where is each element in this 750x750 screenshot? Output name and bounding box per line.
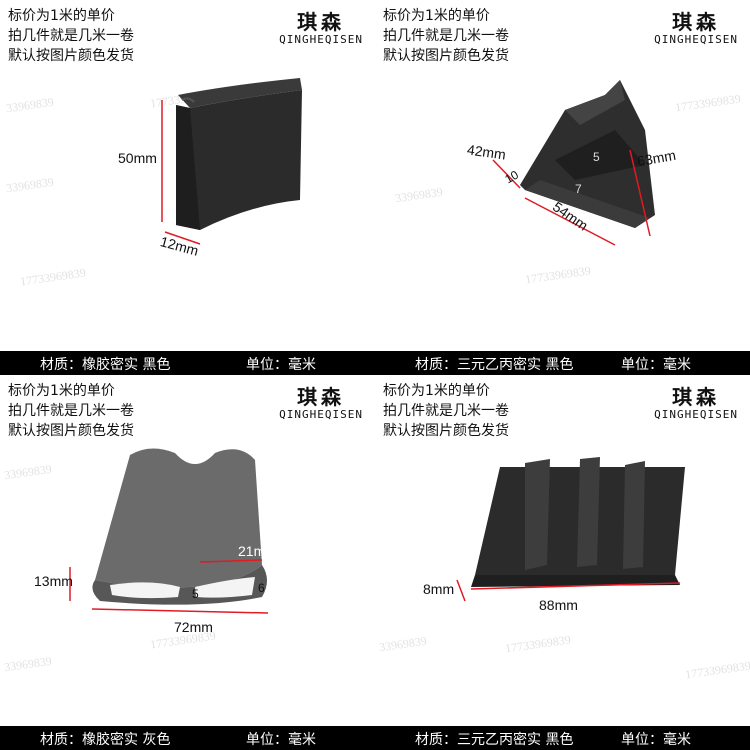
- dim-wall-b: 6: [258, 581, 265, 595]
- brand-name-cn: 琪森: [297, 385, 346, 409]
- note-line: 标价为1米的单价: [8, 8, 115, 24]
- note-line: 拍几件就是几米一卷: [383, 403, 509, 419]
- note-line: 默认按图片颜色发货: [8, 48, 134, 64]
- dim-height: 8mm: [423, 581, 455, 597]
- brand-name-cn: 琪森: [672, 385, 721, 409]
- price-notes: 标价为1米的单价 拍几件就是几米一卷 默认按图片颜色发货: [383, 381, 509, 441]
- price-notes: 标价为1米的单价 拍几件就是几米一卷 默认按图片颜色发货: [8, 6, 134, 66]
- unit-label: 单位：毫米: [621, 357, 691, 373]
- seal-strip-image: [492, 80, 655, 246]
- seal-strip-image: [161, 78, 302, 245]
- note-line: 默认按图片颜色发货: [383, 423, 509, 439]
- unit-label: 单位：毫米: [246, 732, 316, 748]
- dim-slot: 21mm: [238, 543, 277, 559]
- dim-width: 88mm: [539, 597, 578, 613]
- product-panel-2: 标价为1米的单价 拍几件就是几米一卷 默认按图片颜色发货 琪森 QINGHEQI…: [375, 0, 750, 375]
- dim-height: 50mm: [118, 150, 157, 166]
- material-label: 材质：橡胶密实 黑色: [40, 357, 171, 373]
- note-line: 拍几件就是几米一卷: [8, 28, 134, 44]
- note-line: 默认按图片颜色发货: [8, 423, 134, 439]
- dim-height: 13mm: [34, 573, 73, 589]
- brand-name-en: QINGHEQISEN: [654, 33, 738, 46]
- price-notes: 标价为1米的单价 拍几件就是几米一卷 默认按图片颜色发货: [383, 6, 509, 66]
- dim-e: 5: [593, 150, 600, 164]
- brand-name-cn: 琪森: [297, 10, 346, 34]
- brand-name-en: QINGHEQISEN: [279, 33, 363, 46]
- spec-bar: 材质：橡胶密实 灰色 单位：毫米: [0, 726, 375, 750]
- product-panel-4: 标价为1米的单价 拍几件就是几米一卷 默认按图片颜色发货 琪森 QINGHEQI…: [375, 375, 750, 750]
- product-panel-1: 标价为1米的单价 拍几件就是几米一卷 默认按图片颜色发货 琪森 QINGHEQI…: [0, 0, 375, 375]
- seal-strip-image: [456, 457, 685, 602]
- material-label: 材质：三元乙丙密实 黑色: [415, 732, 574, 748]
- note-line: 拍几件就是几米一卷: [383, 28, 509, 44]
- note-line: 拍几件就是几米一卷: [8, 403, 134, 419]
- spec-bar: 材质：三元乙丙密实 黑色 单位：毫米: [375, 726, 750, 750]
- brand-name-cn: 琪森: [672, 10, 721, 34]
- product-panel-3: 标价为1米的单价 拍几件就是几米一卷 默认按图片颜色发货 琪森 QINGHEQI…: [0, 375, 375, 750]
- note-line: 默认按图片颜色发货: [383, 48, 509, 64]
- brand-name-en: QINGHEQISEN: [654, 408, 738, 421]
- brand-logo: 琪森 QINGHEQISEN: [654, 6, 738, 46]
- dim-wall-a: 5: [192, 587, 199, 601]
- brand-logo: 琪森 QINGHEQISEN: [279, 381, 363, 421]
- note-line: 标价为1米的单价: [383, 383, 490, 399]
- seal-strip-image: [69, 448, 269, 614]
- unit-label: 单位：毫米: [621, 732, 691, 748]
- brand-logo: 琪森 QINGHEQISEN: [279, 6, 363, 46]
- dim-width: 72mm: [174, 619, 213, 635]
- unit-label: 单位：毫米: [246, 357, 316, 373]
- brand-logo: 琪森 QINGHEQISEN: [654, 381, 738, 421]
- dim-f: 7: [575, 182, 582, 196]
- note-line: 标价为1米的单价: [383, 8, 490, 24]
- note-line: 标价为1米的单价: [8, 383, 115, 399]
- brand-name-en: QINGHEQISEN: [279, 408, 363, 421]
- spec-bar: 材质：三元乙丙密实 黑色 单位：毫米: [375, 351, 750, 375]
- material-label: 材质：三元乙丙密实 黑色: [415, 357, 574, 373]
- material-label: 材质：橡胶密实 灰色: [40, 732, 171, 748]
- spec-bar: 材质：橡胶密实 黑色 单位：毫米: [0, 351, 375, 375]
- price-notes: 标价为1米的单价 拍几件就是几米一卷 默认按图片颜色发货: [8, 381, 134, 441]
